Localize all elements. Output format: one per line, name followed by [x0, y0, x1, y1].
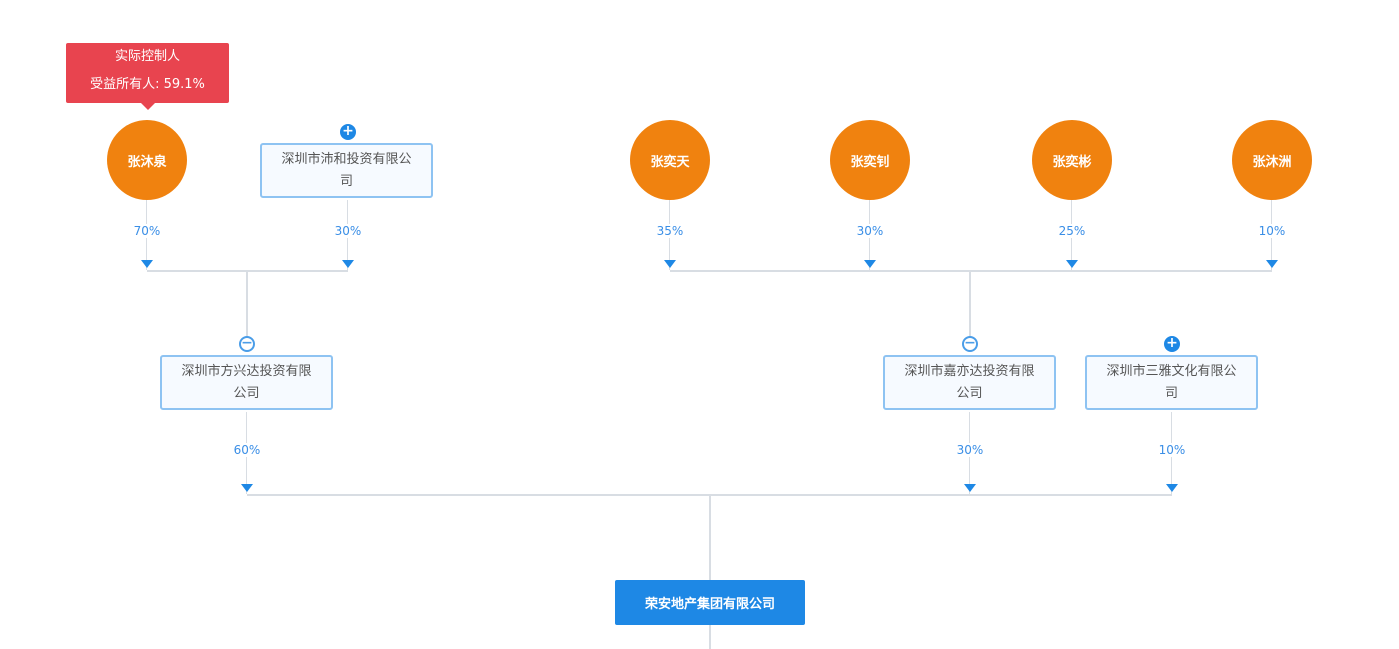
collapse-icon[interactable]: −: [239, 336, 255, 352]
shareholder-company[interactable]: 深圳市沛和投资有限公司: [260, 143, 433, 198]
shareholder-person[interactable]: 张奕钊: [830, 120, 910, 200]
person-name: 张沐泉: [127, 154, 167, 170]
percent-label: 30%: [945, 443, 995, 457]
tag-title: 实际控制人: [114, 49, 180, 64]
arrow-down-icon: [141, 260, 153, 268]
company-name: 深圳市方兴达投资有限公司: [181, 363, 312, 401]
edge-line: [670, 270, 1272, 272]
arrow-down-icon: [964, 484, 976, 492]
arrow-down-icon: [241, 484, 253, 492]
arrow-down-icon: [1066, 260, 1078, 268]
arrow-down-icon: [864, 260, 876, 268]
target-company-name: 荣安地产集团有限公司: [644, 597, 775, 612]
arrow-down-icon: [664, 260, 676, 268]
person-name: 张奕天: [650, 154, 690, 170]
edge-line: [246, 270, 248, 345]
arrow-down-icon: [1266, 260, 1278, 268]
person-name: 张沐洲: [1252, 154, 1292, 170]
percent-label: 10%: [1147, 443, 1197, 457]
shareholder-company[interactable]: 深圳市三雅文化有限公司: [1085, 355, 1258, 410]
percent-label: 30%: [845, 224, 895, 238]
percent-label: 10%: [1247, 224, 1297, 238]
arrow-down-icon: [342, 260, 354, 268]
shareholder-person[interactable]: 张奕彬: [1032, 120, 1112, 200]
person-name: 张奕彬: [1052, 154, 1092, 170]
shareholder-person[interactable]: 张沐泉: [107, 120, 187, 200]
percent-label: 70%: [122, 224, 172, 238]
actual-controller-tag: 实际控制人 受益所有人: 59.1%: [66, 43, 229, 110]
shareholder-person[interactable]: 张沐洲: [1232, 120, 1312, 200]
company-name: 深圳市三雅文化有限公司: [1106, 363, 1237, 401]
edge-line: [709, 494, 711, 580]
company-name: 深圳市嘉亦达投资有限公司: [904, 363, 1035, 401]
company-name: 深圳市沛和投资有限公司: [281, 151, 412, 189]
percent-label: 25%: [1047, 224, 1097, 238]
percent-label: 30%: [323, 224, 373, 238]
person-name: 张奕钊: [850, 154, 890, 170]
edge-line: [709, 625, 711, 649]
shareholder-person[interactable]: 张奕天: [630, 120, 710, 200]
shareholder-company[interactable]: 深圳市方兴达投资有限公司: [160, 355, 333, 410]
target-company[interactable]: 荣安地产集团有限公司: [615, 580, 805, 625]
collapse-icon[interactable]: −: [962, 336, 978, 352]
percent-label: 35%: [645, 224, 695, 238]
edge-line: [969, 270, 971, 345]
percent-label: 60%: [222, 443, 272, 457]
expand-icon[interactable]: +: [340, 124, 356, 140]
shareholder-company[interactable]: 深圳市嘉亦达投资有限公司: [883, 355, 1056, 410]
expand-icon[interactable]: +: [1164, 336, 1180, 352]
arrow-down-icon: [1166, 484, 1178, 492]
tag-beneficiary: 受益所有人: 59.1%: [90, 77, 205, 92]
